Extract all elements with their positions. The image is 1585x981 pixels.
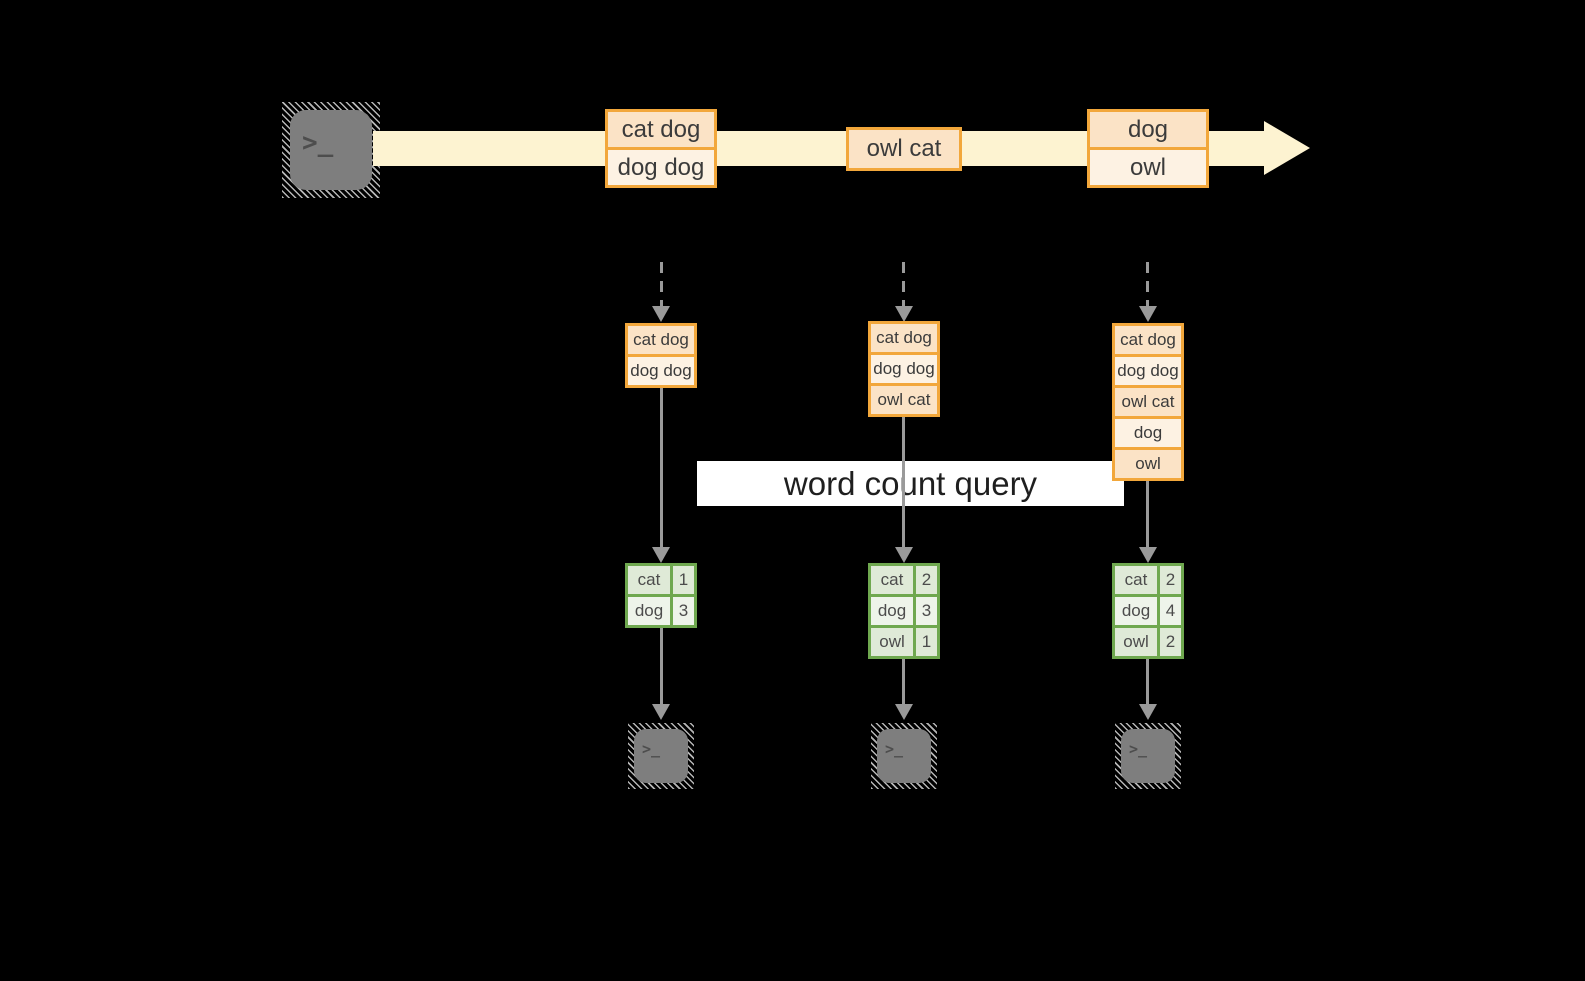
arrowhead-icon — [652, 704, 670, 720]
count-cell: 1 — [673, 566, 694, 594]
stream-message-box: dog owl — [1087, 109, 1209, 188]
stream-message-box: cat dog dog dog — [605, 109, 717, 188]
query-label: word count query — [697, 461, 1124, 506]
buffered-messages-box: cat dog dog dog owl cat dog owl — [1112, 323, 1184, 481]
word-cell: cat — [1115, 566, 1157, 594]
word-cell: owl — [871, 628, 913, 656]
arrow-down — [902, 417, 905, 547]
word-cell: cat — [871, 566, 913, 594]
word-count-table: cat 2 dog 3 owl 1 — [868, 563, 940, 659]
source-terminal-icon: >_ — [282, 102, 380, 198]
stream-message-row: cat dog — [608, 112, 714, 147]
buffer-row: dog dog — [628, 357, 694, 385]
stream-arrowhead-icon — [1264, 121, 1310, 175]
word-count-table: cat 2 dog 4 owl 2 — [1112, 563, 1184, 659]
buffered-messages-box: cat dog dog dog — [625, 323, 697, 388]
stream-message-row: owl cat — [849, 130, 959, 168]
buffer-row: cat dog — [871, 324, 937, 352]
arrow-down — [1146, 659, 1149, 704]
count-cell: 3 — [673, 597, 694, 625]
arrowhead-icon — [895, 547, 913, 563]
arrow-down — [902, 659, 905, 704]
count-cell: 4 — [1160, 597, 1181, 625]
count-cell: 2 — [916, 566, 937, 594]
buffer-row: dog dog — [871, 355, 937, 383]
terminal-prompt-icon: >_ — [302, 128, 334, 158]
output-terminal-icon: >_ — [628, 723, 694, 789]
arrowhead-icon — [895, 704, 913, 720]
word-cell: cat — [628, 566, 670, 594]
word-count-table: cat 1 dog 3 — [625, 563, 697, 628]
stream-message-row: dog — [1090, 112, 1206, 147]
stream-message-row: dog dog — [608, 150, 714, 185]
word-cell: owl — [1115, 628, 1157, 656]
arrow-down — [660, 628, 663, 704]
count-cell: 3 — [916, 597, 937, 625]
count-cell: 1 — [916, 628, 937, 656]
arrow-down — [1146, 481, 1149, 547]
terminal-prompt-icon: >_ — [1129, 740, 1148, 758]
arrowhead-icon — [1139, 306, 1157, 322]
word-cell: dog — [1115, 597, 1157, 625]
buffer-row: dog — [1115, 419, 1181, 447]
dashed-arrow-down — [902, 262, 905, 306]
arrowhead-icon — [1139, 704, 1157, 720]
buffer-row: cat dog — [1115, 326, 1181, 354]
buffer-row: owl cat — [871, 386, 937, 414]
word-cell: dog — [871, 597, 913, 625]
terminal-prompt-icon: >_ — [885, 740, 904, 758]
output-terminal-icon: >_ — [1115, 723, 1181, 789]
stream-message-box: owl cat — [846, 127, 962, 171]
arrow-down — [660, 388, 663, 547]
arrowhead-icon — [652, 547, 670, 563]
count-cell: 2 — [1160, 628, 1181, 656]
dashed-arrow-down — [1146, 262, 1149, 306]
arrowhead-icon — [1139, 547, 1157, 563]
arrowhead-icon — [895, 306, 913, 322]
count-cell: 2 — [1160, 566, 1181, 594]
buffer-row: owl — [1115, 450, 1181, 478]
buffered-messages-box: cat dog dog dog owl cat — [868, 321, 940, 417]
buffer-row: cat dog — [628, 326, 694, 354]
dashed-arrow-down — [660, 262, 663, 306]
terminal-prompt-icon: >_ — [642, 740, 661, 758]
terminal-body: >_ — [290, 110, 372, 190]
stream-message-row: owl — [1090, 150, 1206, 185]
buffer-row: dog dog — [1115, 357, 1181, 385]
output-terminal-icon: >_ — [871, 723, 937, 789]
buffer-row: owl cat — [1115, 388, 1181, 416]
word-cell: dog — [628, 597, 670, 625]
arrowhead-icon — [652, 306, 670, 322]
